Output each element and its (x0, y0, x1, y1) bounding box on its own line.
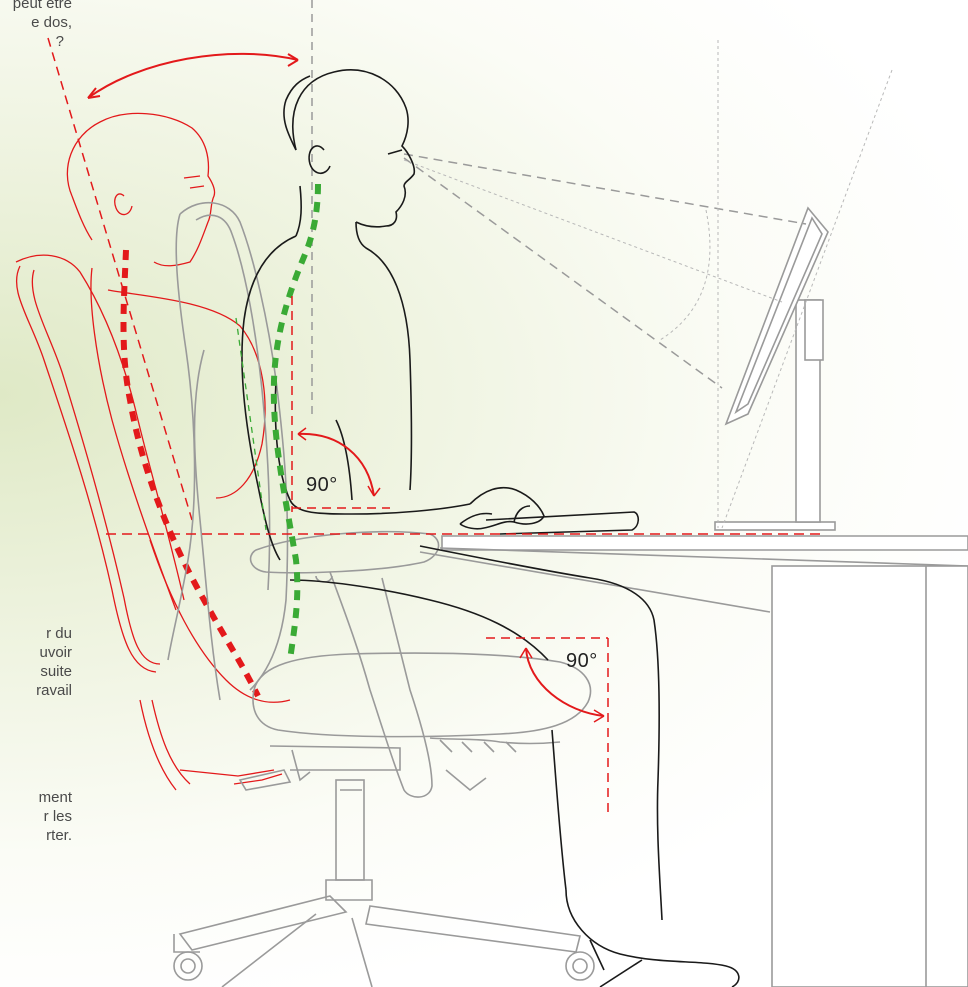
knee-angle-label: 90° (566, 650, 598, 673)
correct-posture-guide (236, 318, 266, 530)
sightlines (404, 154, 806, 388)
reclined-figure (16, 113, 290, 790)
desk (420, 536, 968, 987)
recline-arrow (88, 54, 298, 98)
monitor (715, 208, 835, 530)
incorrect-spine-line (124, 250, 259, 696)
elbow-angle-label: 90° (306, 474, 338, 497)
